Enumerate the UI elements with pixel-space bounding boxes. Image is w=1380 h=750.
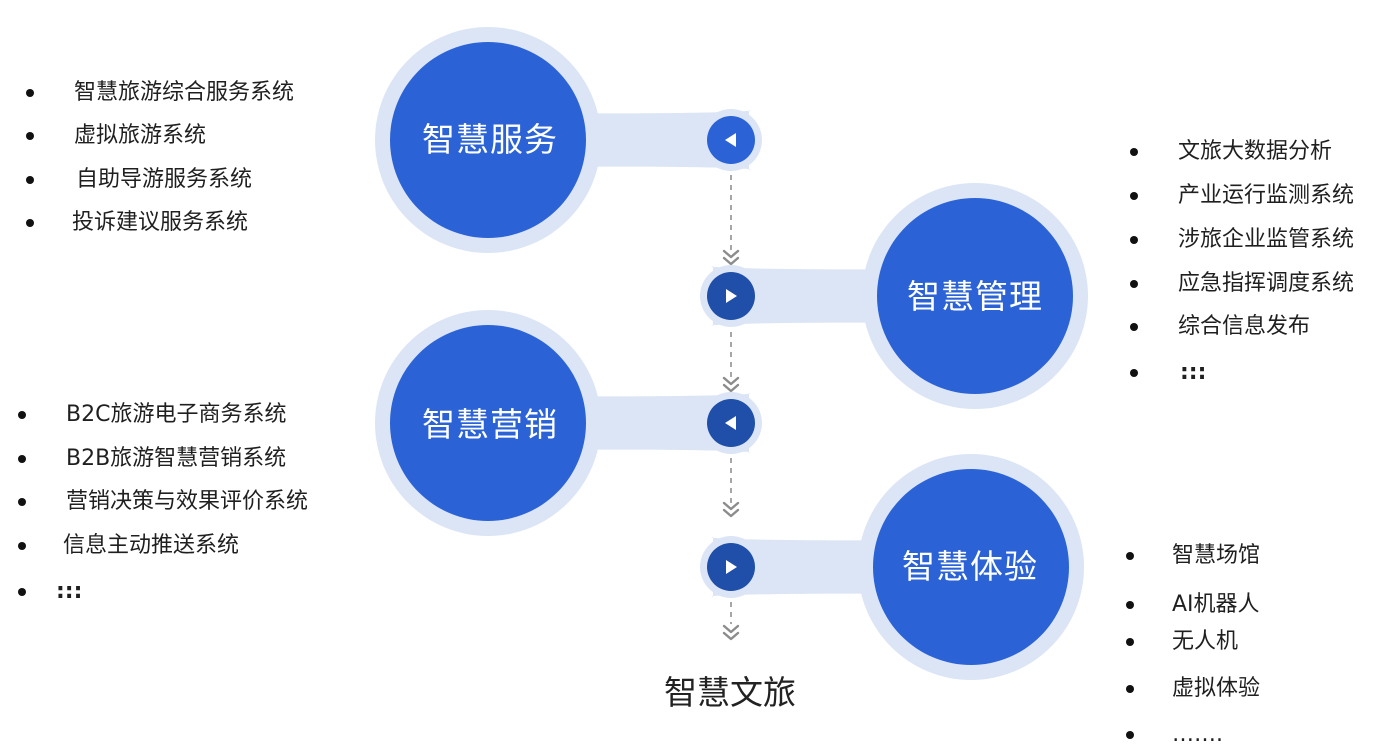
chevron-down-icon	[722, 508, 740, 518]
list-item-text: 营销决策与效果评价系统	[66, 489, 309, 514]
chevron-down-icon	[722, 501, 740, 511]
circle-label-management: 智慧管理	[907, 277, 1043, 316]
diagram-bottom-title: 智慧文旅	[664, 673, 796, 712]
play-left-icon	[725, 416, 736, 430]
module-circle-experience	[873, 469, 1069, 665]
module-circle-management	[877, 198, 1073, 394]
circle-label-service: 智慧服务	[422, 120, 558, 159]
list-item-text: 产业运行监测系统	[1178, 183, 1355, 208]
list-item-text: 涉旅企业监管系统	[1178, 227, 1355, 252]
list-item-text: 虚拟体验	[1172, 676, 1261, 701]
play-right-icon	[726, 560, 737, 574]
list-item-text: 虚拟旅游系统	[74, 123, 207, 148]
chevron-down-icon	[722, 383, 740, 393]
chevron-down-icon	[722, 631, 740, 641]
list-item-text: 文旅大数据分析	[1178, 139, 1333, 164]
chevron-down-icon	[722, 624, 740, 634]
list-item-text: 自助导游服务系统	[76, 167, 253, 192]
chevron-down-icon	[722, 256, 740, 266]
list-item-text: B2C旅游电子商务系统	[66, 402, 287, 427]
list-item-text: 综合信息发布	[1178, 314, 1311, 339]
list-item-text: :::	[56, 579, 83, 604]
chevron-down-icon	[722, 249, 740, 259]
list-item-text: …….	[1172, 722, 1223, 747]
list-item-text: :::	[1180, 360, 1207, 385]
module-circle-service	[390, 42, 586, 238]
module-circle-marketing	[390, 325, 586, 521]
list-item-text: 应急指挥调度系统	[1178, 271, 1355, 296]
play-right-icon	[726, 289, 737, 303]
list-item-text: 智慧旅游综合服务系统	[74, 80, 295, 105]
list-item-text: 信息主动推送系统	[63, 533, 240, 558]
list-item-text: 智慧场馆	[1172, 543, 1261, 568]
list-item-text: 投诉建议服务系统	[72, 210, 249, 235]
circle-label-experience: 智慧体验	[902, 547, 1038, 586]
play-left-icon	[725, 133, 736, 147]
chevron-down-icon	[722, 376, 740, 386]
list-item-text: B2B旅游智慧营销系统	[66, 446, 287, 471]
circle-label-marketing: 智慧营销	[422, 405, 558, 444]
list-item-text: AI机器人	[1172, 592, 1260, 617]
list-item-text: 无人机	[1172, 629, 1239, 654]
